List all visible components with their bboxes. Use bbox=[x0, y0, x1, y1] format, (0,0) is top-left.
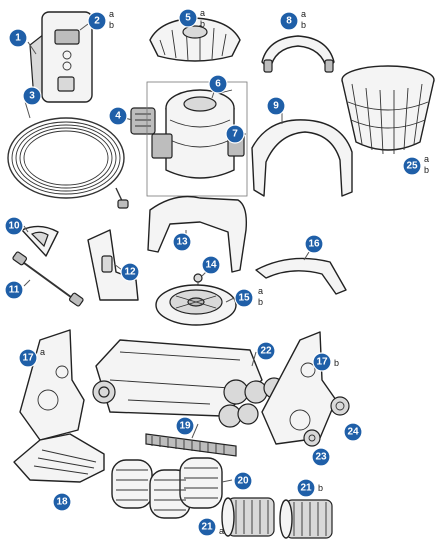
callout-16: 16 bbox=[304, 234, 324, 254]
callout-17b-number: 17 bbox=[316, 357, 328, 368]
callout-17a: 17 bbox=[18, 348, 38, 368]
callout-15-number: 15 bbox=[238, 293, 250, 304]
callout-5-suffix-b: b bbox=[200, 19, 205, 29]
callout-22-number: 22 bbox=[260, 346, 272, 357]
callout-21b-suffix: b bbox=[318, 483, 323, 493]
callout-25-number: 25 bbox=[406, 161, 418, 172]
roller-sleeve-b-part bbox=[279, 499, 333, 539]
callout-12-number: 12 bbox=[124, 267, 136, 278]
callout-11: 11 bbox=[4, 280, 24, 300]
callout-23: 23 bbox=[311, 447, 331, 467]
callout-3: 3 bbox=[22, 86, 42, 106]
callout-25: 25 bbox=[402, 156, 422, 176]
callout-16-number: 16 bbox=[308, 239, 320, 250]
callout-14-number: 14 bbox=[205, 260, 217, 271]
callout-23-number: 23 bbox=[315, 452, 327, 463]
callout-3-number: 3 bbox=[29, 91, 35, 102]
callout-8-suffix-b: b bbox=[301, 20, 306, 30]
callout-2: 2 bbox=[87, 11, 107, 31]
callout-6-number: 6 bbox=[215, 79, 221, 90]
callout-18-number: 18 bbox=[56, 497, 68, 508]
callout-21a-number: 21 bbox=[201, 522, 213, 533]
callout-21a: 21 bbox=[197, 517, 217, 537]
handle-frame-part bbox=[251, 119, 353, 197]
callout-10: 10 bbox=[4, 216, 24, 236]
callout-17b-suffix: b bbox=[334, 358, 339, 368]
callout-24-number: 24 bbox=[347, 427, 359, 438]
callout-5-number: 5 bbox=[185, 13, 191, 24]
callout-2-number: 2 bbox=[94, 16, 100, 27]
callout-19: 19 bbox=[175, 416, 195, 436]
callout-4: 4 bbox=[108, 106, 128, 126]
left-side-plate-part bbox=[19, 329, 85, 441]
cable-connector-part bbox=[12, 251, 84, 307]
chassis-part bbox=[92, 339, 263, 417]
callout-8-number: 8 bbox=[286, 16, 292, 27]
callout-5: 5 bbox=[178, 8, 198, 28]
callout-13: 13 bbox=[172, 232, 192, 252]
callout-17a-number: 17 bbox=[22, 353, 34, 364]
upper-handle-part bbox=[261, 35, 335, 73]
gear-part bbox=[303, 429, 321, 447]
filter-basket-part bbox=[341, 65, 435, 155]
callout-2-suffix-a: a bbox=[109, 9, 114, 19]
latch-ring-part bbox=[21, 225, 59, 257]
top-cover-part bbox=[149, 17, 241, 62]
callout-7: 7 bbox=[225, 124, 245, 144]
callout-1: 1 bbox=[8, 28, 28, 48]
callout-6: 6 bbox=[208, 74, 228, 94]
callout-4-number: 4 bbox=[115, 111, 121, 122]
callout-13-number: 13 bbox=[176, 237, 188, 248]
impeller-housing-part bbox=[155, 284, 237, 326]
roller-sleeve-a-part bbox=[221, 497, 275, 537]
bushing-part bbox=[330, 396, 350, 416]
callout-17a-suffix: a bbox=[40, 347, 45, 357]
front-intake-part bbox=[13, 433, 105, 483]
callout-1-number: 1 bbox=[15, 33, 21, 44]
callout-2-suffix-b: b bbox=[109, 20, 114, 30]
power-supply-part bbox=[29, 11, 93, 103]
callout-11-number: 11 bbox=[9, 285, 20, 296]
callout-7-number: 7 bbox=[232, 129, 238, 140]
callout-21b: 21 bbox=[296, 478, 316, 498]
callout-10-number: 10 bbox=[8, 221, 20, 232]
callout-8-suffix-a: a bbox=[301, 9, 306, 19]
callout-25-suffix-b: b bbox=[424, 165, 429, 175]
callout-14: 14 bbox=[201, 255, 221, 275]
callout-21a-suffix: a bbox=[219, 526, 224, 536]
callout-15: 15 bbox=[234, 288, 254, 308]
callout-19-number: 19 bbox=[179, 421, 191, 432]
callout-20-number: 20 bbox=[237, 476, 249, 487]
floating-cable-part bbox=[7, 117, 129, 209]
side-bracket-part bbox=[87, 229, 139, 301]
callout-24: 24 bbox=[343, 422, 363, 442]
filter-latch-part bbox=[130, 107, 156, 135]
callout-12: 12 bbox=[120, 262, 140, 282]
callout-21b-number: 21 bbox=[300, 483, 312, 494]
callout-15-suffix-b: b bbox=[258, 297, 263, 307]
callout-20: 20 bbox=[233, 471, 253, 491]
callout-15-suffix-a: a bbox=[258, 286, 263, 296]
brush-bar-part bbox=[145, 433, 237, 457]
callout-9: 9 bbox=[266, 96, 286, 116]
carry-handle-part bbox=[147, 195, 248, 273]
callout-9-number: 9 bbox=[273, 101, 279, 112]
side-cover-part bbox=[255, 257, 347, 295]
callout-25-suffix-a: a bbox=[424, 154, 429, 164]
callout-8: 8 bbox=[279, 11, 299, 31]
callout-22: 22 bbox=[256, 341, 276, 361]
callout-17b: 17 bbox=[312, 352, 332, 372]
callout-5-suffix-a: a bbox=[200, 8, 205, 18]
track-wheels-part bbox=[111, 457, 223, 519]
callout-18: 18 bbox=[52, 492, 72, 512]
